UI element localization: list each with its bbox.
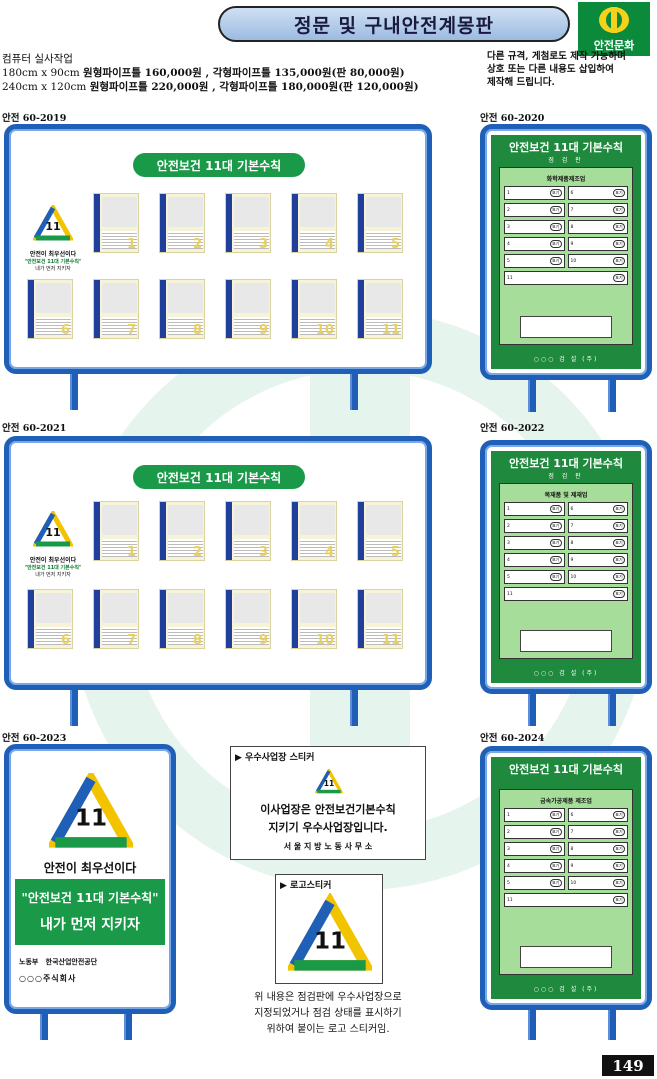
- rule-card: 1: [93, 501, 139, 561]
- board-2023-company: ○○○주식회사: [19, 974, 77, 983]
- rule-card: 9: [225, 279, 271, 339]
- board-2021: 안전보건 11대 기본수칙 11 안전이 최우선이다 "안전보건 11대 기본수…: [4, 436, 432, 690]
- rule-card: 4: [291, 501, 337, 561]
- rule-card: 2: [159, 501, 205, 561]
- rule-card: 5: [357, 501, 403, 561]
- rule-card: 11: [357, 279, 403, 339]
- excellent-sticker-line1: 이사업장은 안전보건기본수칙: [260, 803, 396, 816]
- board-2023-banner: "안전보건 11대 기본수칙" 내가 먼저 지키자: [15, 879, 165, 945]
- brand-label: 안전문화: [593, 39, 635, 52]
- logo-sticker-header: ▶ 로고스티커: [280, 881, 332, 891]
- svg-text:11: 11: [314, 929, 346, 955]
- page-title-banner: 정문 및 구내안전계몽판: [218, 6, 570, 42]
- board-2019-logo: 11 안전이 최우선이다 "안전보건 11대 기본수칙" 내가 먼저 지키자: [23, 202, 83, 272]
- board-2019-title: 안전보건 11대 기본수칙: [133, 153, 305, 177]
- brand-emblem-icon: [599, 7, 629, 33]
- excellent-sticker-line3: 서 울 지 방 노 동 사 무 소: [283, 842, 373, 851]
- rule-11-logo-icon: 11: [31, 508, 75, 547]
- model-label-2023: 안전 60-2023: [2, 733, 67, 744]
- svg-text:11: 11: [324, 779, 334, 788]
- rule-card: 11: [357, 589, 403, 649]
- excellent-sticker-header: ▶ 우수사업장 스티커: [235, 753, 315, 763]
- custom-order-note: 다른 규격, 게첨로도 제작 가능하며 상호 또는 다른 내용도 삽입하여 제작…: [487, 51, 626, 88]
- logo-sticker-image: 11: [285, 891, 375, 983]
- rule-11-logo-icon: 11: [285, 891, 375, 971]
- rule-card: 6: [27, 589, 73, 649]
- model-label-2022: 안전 60-2022: [480, 423, 545, 434]
- sticker-caption: 위 내용은 점검판에 우수사업장으로 지정되었거나 점검 상태를 표시하기 위하…: [254, 992, 402, 1035]
- rule-card: 8: [159, 589, 205, 649]
- rule-card: 10: [291, 279, 337, 339]
- model-label-2019: 안전 60-2019: [2, 113, 67, 124]
- model-label-2024: 안전 60-2024: [480, 733, 545, 744]
- svg-text:11: 11: [45, 526, 60, 539]
- model-label-2020: 안전 60-2020: [480, 113, 545, 124]
- rule-card: 7: [93, 589, 139, 649]
- rule-card: 6: [27, 279, 73, 339]
- rule-card: 5: [357, 193, 403, 253]
- pricing-row-1: 180cm x 90cm 원형파이프틀 160,000원 , 각형파이프틀 13…: [2, 67, 405, 79]
- board-2021-title: 안전보건 11대 기본수칙: [133, 465, 305, 489]
- board-2023-orgs: 노동부 한국산업안전공단: [19, 958, 98, 966]
- logo-sticker: ▶ 로고스티커 11: [275, 874, 383, 984]
- page-title: 정문 및 구내안전계몽판: [293, 14, 495, 37]
- svg-text:11: 11: [45, 220, 60, 233]
- svg-text:11: 11: [75, 806, 107, 832]
- pricing-row-2: 240cm x 120cm 원형파이프틀 220,000원 , 각형파이프틀 1…: [2, 81, 419, 93]
- rule-card: 3: [225, 501, 271, 561]
- pricing-info: 컴퓨터 실사작업 180cm x 90cm 원형파이프틀 160,000원 , …: [2, 52, 419, 94]
- board-2023-logo: 11: [46, 768, 136, 857]
- rule-card: 1: [93, 193, 139, 253]
- rule-card: 7: [93, 279, 139, 339]
- board-2023: 11 안전이 최우선이다 "안전보건 11대 기본수칙" 내가 먼저 지키자 노…: [4, 744, 176, 1014]
- excellent-sticker-line2: 지키기 우수사업장입니다.: [268, 821, 388, 834]
- sticker-logo: 11: [314, 767, 344, 799]
- excellent-workplace-sticker: ▶ 우수사업장 스티커 11 이사업장은 안전보건기본수칙 지키기 우수사업장입…: [230, 746, 426, 860]
- model-label-2021: 안전 60-2021: [2, 423, 67, 434]
- board-2023-slogan: 안전이 최우선이다: [43, 861, 137, 875]
- rule-card: 10: [291, 589, 337, 649]
- rule-card: 4: [291, 193, 337, 253]
- brand-logo: 안전문화: [578, 2, 650, 56]
- board-2021-logo: 11 안전이 최우선이다 "안전보건 11대 기본수칙" 내가 먼저 지키자: [23, 508, 83, 578]
- rule-card: 3: [225, 193, 271, 253]
- rule-11-logo-icon: 11: [31, 202, 75, 241]
- rule-card: 9: [225, 589, 271, 649]
- rule-11-logo-icon: 11: [46, 768, 136, 848]
- rule-card: 8: [159, 279, 205, 339]
- rule-11-logo-icon: 11: [314, 767, 344, 794]
- pricing-heading: 컴퓨터 실사작업: [2, 53, 73, 65]
- rule-card: 2: [159, 193, 205, 253]
- board-2019: 안전보건 11대 기본수칙 11 안전이 최우선이다 "안전보건 11대 기본수…: [4, 124, 432, 374]
- page-number: 149: [602, 1055, 654, 1076]
